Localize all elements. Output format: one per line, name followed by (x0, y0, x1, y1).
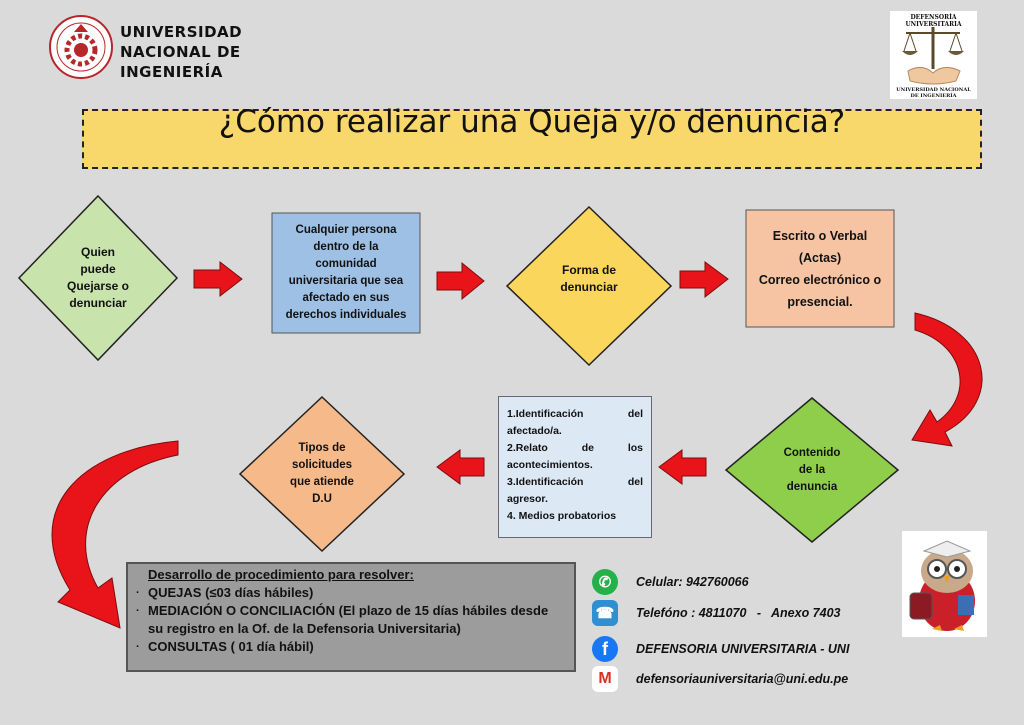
types-text: Tipos de solicitudes que atiende D.U (275, 432, 369, 516)
curved-arrow-right (911, 312, 983, 447)
types-line: que atiende (290, 476, 354, 488)
content-diamond (724, 397, 900, 543)
bullet-icon: · (136, 605, 140, 617)
facebook-icon[interactable]: f (592, 636, 618, 662)
content-line: de la (798, 463, 826, 476)
university-name-line: INGENIERÍA (120, 63, 223, 81)
bullet-icon: · (136, 587, 140, 599)
anyone-line: comunidad (315, 258, 377, 270)
procedure-box: Desarrollo de procedimiento para resolve… (126, 562, 576, 672)
anyone-line: afectado en sus (302, 292, 390, 304)
contact-facebook[interactable]: f DEFENSORIA UNIVERSITARIA - UNI (592, 636, 849, 662)
requirement-item: 3.Identificación del agresor. (507, 476, 643, 505)
owl-mascot (902, 531, 987, 637)
bullet-icon: · (136, 641, 140, 653)
who-line: Quien (80, 245, 115, 259)
anyone-line: universitaria que sea (288, 275, 404, 287)
modes-line: Escrito o Verbal (772, 228, 868, 243)
requirements-box: 1.Identificación del afectado/a. 2.Relat… (498, 396, 652, 538)
who-line: denunciar (69, 296, 127, 310)
who-line: puede (80, 262, 116, 276)
requirement-item: 2.Relato de los acontecimientos. (507, 442, 643, 471)
procedure-item-text: MEDIACIÓN O CONCILIACIÓN (El plazo de 15… (148, 603, 549, 636)
who-line: Quejarse o (66, 279, 130, 293)
types-line: Tipos de (298, 442, 346, 454)
university-name-line: NACIONAL DE (120, 43, 241, 61)
content-text: Contenido de la denuncia (765, 440, 859, 500)
uni-logo (49, 15, 113, 79)
curved-arrow-left (51, 440, 179, 629)
anyone-box (271, 212, 421, 334)
anyone-line: dentro de la (313, 241, 379, 253)
email-text[interactable]: defensoriauniversitaria@uni.edu.pe (636, 672, 849, 686)
requirement-item: 1.Identificación del afectado/a. (507, 408, 643, 437)
procedure-item-text: CONSULTAS ( 01 día hábil) (148, 639, 314, 654)
title-banner (82, 109, 982, 169)
who-text: Quien puede Quejarse o denunciar (48, 230, 148, 326)
modes-box (745, 209, 895, 328)
arrow-left-1 (658, 449, 707, 485)
form-line: denunciar (560, 280, 618, 294)
contact-cell: ✆ Celular: 942760066 (592, 569, 749, 595)
procedure-item-text: QUEJAS (≤03 días hábiles) (148, 585, 314, 600)
telephone-icon: ☎ (592, 600, 618, 626)
arrow-right-3 (679, 261, 729, 299)
arrow-left-2 (436, 449, 485, 485)
facebook-text[interactable]: DEFENSORIA UNIVERSITARIA - UNI (636, 642, 850, 656)
cell-text: Celular: 942760066 (636, 575, 749, 589)
requirement-item: 4. Medios probatorios (507, 510, 617, 522)
procedure-title: Desarrollo de procedimiento para resolve… (148, 567, 414, 582)
content-line: Contenido (783, 446, 841, 459)
types-line: D.U (312, 493, 332, 505)
content-line: denuncia (786, 480, 838, 493)
procedure-item: · CONSULTAS ( 01 día hábil) (136, 638, 566, 656)
types-diamond (238, 395, 406, 553)
arrow-right-1 (193, 260, 243, 298)
defensoria-logo: DEFENSORÍA UNIVERSITARIA UNIVERSIDAD NAC… (890, 11, 977, 99)
form-line: Forma de (561, 263, 616, 277)
form-text: Forma de denunciar (540, 250, 638, 308)
modes-line: Correo electrónico o (758, 272, 882, 287)
types-line: solicitudes (291, 459, 353, 471)
university-name-line: UNIVERSIDAD (120, 23, 243, 41)
modes-line: (Actas) (798, 250, 842, 265)
phone-text: Telefóno : 4811070 - Anexo 7403 (636, 606, 841, 620)
seal-top-text: DEFENSORÍA UNIVERSITARIA (905, 14, 962, 28)
scales-icon (902, 27, 964, 85)
anyone-text: Cualquier persona dentro de la comunidad… (272, 213, 420, 333)
anyone-line: derechos individuales (285, 309, 407, 321)
form-diamond (505, 205, 673, 367)
contact-phone: ☎ Telefóno : 4811070 - Anexo 7403 (592, 600, 840, 626)
who-diamond (17, 194, 179, 362)
gmail-icon[interactable]: M (592, 666, 618, 692)
modes-text: Escrito o Verbal (Actas) Correo electrón… (746, 210, 894, 327)
procedure-item: · QUEJAS (≤03 días hábiles) (136, 584, 566, 602)
anyone-line: Cualquier persona (295, 224, 397, 236)
university-name: UNIVERSIDAD NACIONAL DE INGENIERÍA (120, 22, 280, 82)
arrow-right-2 (436, 261, 485, 301)
modes-line: presencial. (787, 294, 853, 309)
procedure-item: · MEDIACIÓN O CONCILIACIÓN (El plazo de … (136, 602, 566, 638)
seal-bottom-text: UNIVERSIDAD NACIONAL DE INGENIERÍA (896, 87, 971, 99)
whatsapp-icon: ✆ (592, 569, 618, 595)
page-title: ¿Cómo realizar una Queja y/o denuncia? (218, 104, 846, 140)
contact-email[interactable]: M defensoriauniversitaria@uni.edu.pe (592, 666, 848, 692)
